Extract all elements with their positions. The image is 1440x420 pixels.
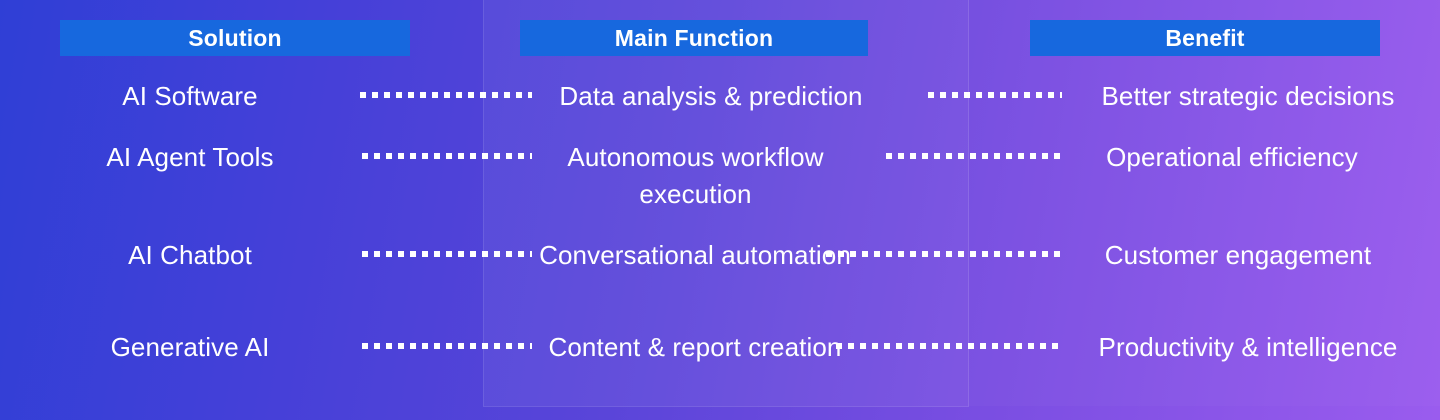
column-header-label: Benefit — [1165, 24, 1245, 51]
connector-dotted-right-row-3 — [826, 251, 1066, 257]
cell-benefit-row-1: Better strategic decisions — [1101, 81, 1395, 111]
column-header-solution: Solution — [60, 20, 410, 56]
cell-main-function-row-1: Data analysis & prediction — [559, 81, 863, 111]
cell-benefit-row-3: Customer engagement — [1104, 240, 1372, 270]
cell-solution-row-2: AI Agent Tools — [106, 142, 274, 172]
column-main-function: Main Function Data analysis & prediction… — [483, 0, 968, 420]
connector-dotted-right-row-1 — [928, 92, 1062, 98]
cell-main-function-row-3: Conversational automation — [539, 240, 851, 270]
cell-solution-row-1: AI Software — [122, 81, 258, 111]
connector-dotted-left-row-2 — [362, 153, 532, 159]
column-header-main-function: Main Function — [520, 20, 868, 56]
cell-main-function-row-4: Content & report creation — [548, 332, 842, 362]
cell-main-function-row-2: Autonomous workflow execution — [567, 142, 824, 209]
connector-dotted-left-row-4 — [362, 343, 532, 349]
connector-dotted-left-row-1 — [360, 92, 532, 98]
column-header-label: Solution — [188, 24, 282, 51]
cell-solution-row-4: Generative AI — [110, 332, 270, 362]
connector-dotted-left-row-3 — [362, 251, 532, 257]
cell-solution-row-3: AI Chatbot — [128, 240, 252, 270]
connector-dotted-right-row-2 — [886, 153, 1060, 159]
column-header-benefit: Benefit — [1030, 20, 1380, 56]
connector-dotted-right-row-4 — [836, 343, 1062, 349]
column-benefit: Benefit Better strategic decisions Opera… — [968, 0, 1440, 420]
cell-benefit-row-2: Operational efficiency — [1106, 142, 1358, 172]
column-header-label: Main Function — [614, 24, 774, 51]
column-solution: Solution AI Software AI Agent Tools AI C… — [0, 0, 483, 420]
cell-benefit-row-4: Productivity & intelligence — [1098, 332, 1398, 362]
